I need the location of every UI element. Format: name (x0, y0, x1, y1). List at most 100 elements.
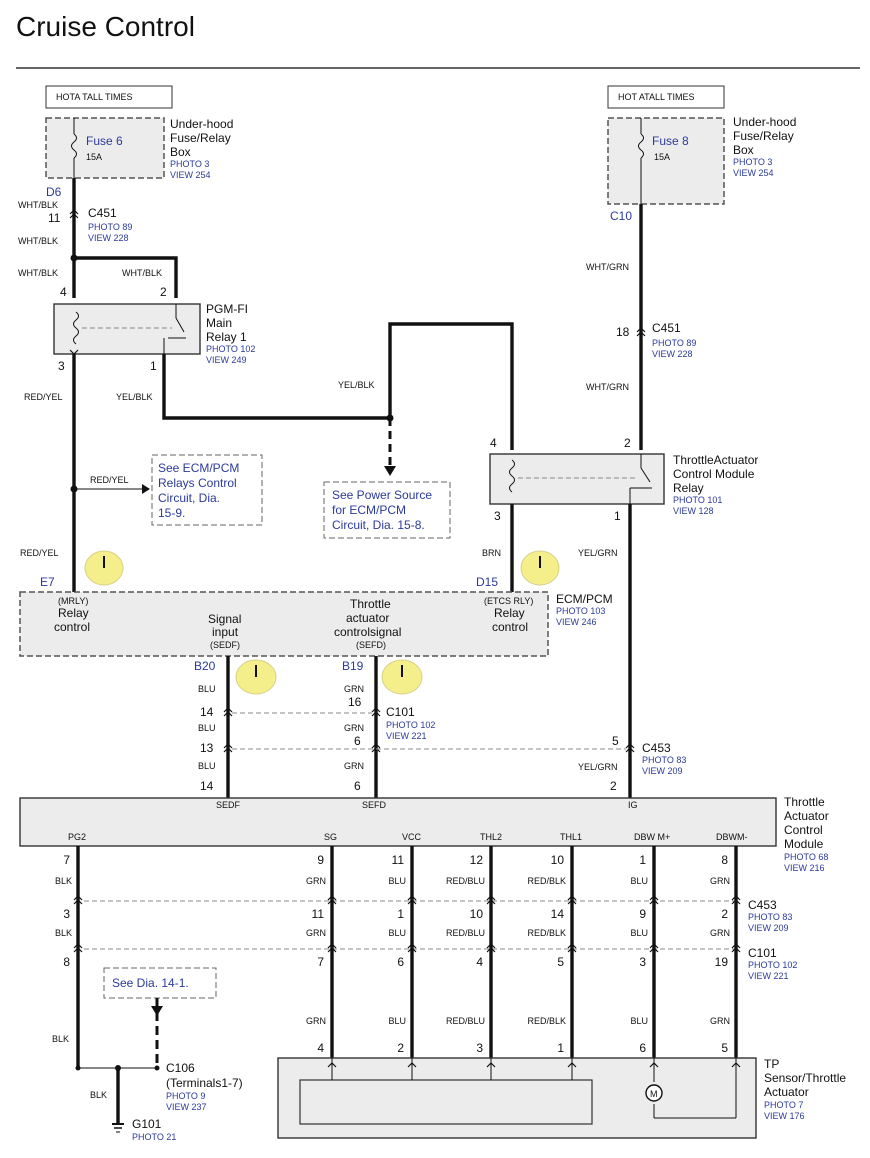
tacm-term-dbwm-minus: DBWM- (716, 832, 748, 842)
tac-relay-photo: PHOTO 101 (673, 495, 722, 505)
c451-left-photo: PHOTO 89 (88, 222, 132, 232)
c451-left-name: C451 (88, 206, 117, 220)
fusebox-left-line1: Under-hood (170, 117, 233, 131)
note-power-3: Circuit, Dia. 15-8. (332, 518, 425, 532)
tac-relay-pin2: 2 (624, 436, 631, 450)
col-4-pin-c101: 5 (557, 955, 564, 969)
note-ecm-relays-3: Circuit, Dia. (158, 491, 220, 505)
c101-top-photo: PHOTO 102 (386, 720, 435, 730)
col-4-pin-c453: 14 (551, 907, 565, 921)
relay1-line2: Main (206, 316, 232, 330)
c101-top-pin-c: 13 (200, 741, 214, 755)
c101-top-pin-d: 6 (354, 734, 361, 748)
c101-bottom-name: C101 (748, 946, 777, 960)
c101-top-view: VIEW 221 (386, 731, 427, 741)
c453-bottom-view: VIEW 209 (748, 923, 789, 933)
c106-terms: (Terminals1-7) (166, 1076, 243, 1090)
pin-b20: B20 (194, 659, 216, 673)
pin-c10: C10 (610, 209, 632, 223)
c106-name: C106 (166, 1061, 195, 1075)
pin-d15: D15 (476, 575, 498, 589)
relay1-pin1: 1 (150, 359, 157, 373)
ecm-control-right: control (492, 620, 528, 634)
col-0-wire-1: BLK (55, 876, 72, 886)
fuse-6-amps: 15A (86, 152, 102, 162)
note-ecm-relays-4: 15-9. (158, 506, 185, 520)
col-4-pin-tps: 1 (557, 1041, 564, 1055)
wire-wht-grn-1: WHT/GRN (586, 262, 629, 272)
wire-yel-grn-2: YEL/GRN (578, 762, 618, 772)
wire-wht-blk-3: WHT/BLK (18, 268, 58, 278)
col-1-wire-1: GRN (306, 876, 326, 886)
page-title: Cruise Control (16, 11, 195, 42)
tacm-term-thl2: THL2 (480, 832, 502, 842)
ecm-sedf: (SEDF) (210, 640, 240, 650)
note-ecm-relays-1: See ECM/PCM (158, 461, 239, 475)
clock-icon (520, 550, 560, 586)
col-6-pin-c101: 19 (715, 955, 729, 969)
tp-sensor-inner (299, 1079, 593, 1125)
bottom-wire-columns (73, 846, 741, 1068)
col-0-wire-2: BLK (55, 928, 72, 938)
col-1-wire-3: GRN (306, 1016, 326, 1026)
col-1-pin-c453: 11 (312, 907, 325, 921)
col-2-pin-top: 11 (392, 853, 405, 867)
wire-red-yel-3: RED/YEL (20, 548, 59, 558)
wire-blk-ground: BLK (90, 1090, 107, 1100)
col-0-pin-c101: 8 (63, 955, 70, 969)
col-6-pin-c453: 2 (721, 907, 728, 921)
ecm-mrly: (MRLY) (58, 596, 88, 606)
col-6-wire-1: GRN (710, 876, 730, 886)
col-0-pin-top: 7 (63, 853, 70, 867)
pin-d6: D6 (46, 185, 62, 199)
col-5-wire-2: BLU (630, 928, 648, 938)
fusebox-right-view: VIEW 254 (733, 168, 774, 178)
ecm-throttle: Throttle (350, 597, 391, 611)
c451-left-pin: 11 (48, 211, 61, 225)
col-2-wire-3: BLU (388, 1016, 406, 1026)
wire-wht-blk-4: WHT/BLK (122, 268, 162, 278)
tps-view: VIEW 176 (764, 1111, 805, 1121)
tac-relay-pin3: 3 (494, 509, 501, 523)
tps-photo: PHOTO 7 (764, 1100, 803, 1110)
ecm-view: VIEW 246 (556, 617, 597, 627)
fuse-8-amps: 15A (654, 152, 670, 162)
col-4-wire-3: RED/BLK (527, 1016, 566, 1026)
wire-yel-blk-1: YEL/BLK (116, 392, 153, 402)
col-1-pin-tps: 4 (317, 1041, 324, 1055)
wire-blk-c106: BLK (52, 1034, 69, 1044)
tacm-pin-sedf: 14 (200, 779, 214, 793)
tps-line3: Actuator (764, 1085, 809, 1099)
col-5-pin-top: 1 (639, 853, 646, 867)
col-1-wire-2: GRN (306, 928, 326, 938)
g101-name: G101 (132, 1117, 162, 1131)
col-3-pin-c101: 4 (476, 955, 483, 969)
col-6-wire-2: GRN (710, 928, 730, 938)
fusebox-left-line3: Box (170, 145, 191, 159)
col-4-pin-top: 10 (551, 853, 565, 867)
wire-grn-3: GRN (344, 761, 364, 771)
c453-top-photo: PHOTO 83 (642, 755, 686, 765)
c453-bottom-name: C453 (748, 898, 777, 912)
note-power-2: for ECM/PCM (332, 503, 406, 517)
ecm-actuator: actuator (346, 611, 389, 625)
hot-label-left: HOTA TALL TIMES (56, 92, 133, 102)
c453-top-pin: 5 (612, 734, 619, 748)
col-5-wire-3: BLU (630, 1016, 648, 1026)
tacm-line1: Throttle (784, 795, 825, 809)
wire-yel-blk-2: YEL/BLK (338, 380, 375, 390)
fusebox-left-photo: PHOTO 3 (170, 159, 209, 169)
wire-blu-3: BLU (198, 761, 216, 771)
wire-wht-blk-1: WHT/BLK (18, 200, 58, 210)
relay1-pin4: 4 (60, 285, 67, 299)
c451-left-view: VIEW 228 (88, 233, 129, 243)
c453-top-name: C453 (642, 741, 671, 755)
tacm-sedf: SEDF (216, 800, 241, 810)
clock-icon (235, 659, 277, 695)
ecm-relay-left: Relay (58, 606, 89, 620)
wire-wht-grn-2: WHT/GRN (586, 382, 629, 392)
col-1-pin-c101: 7 (317, 955, 324, 969)
col-3-wire-3: RED/BLU (446, 1016, 485, 1026)
col-5-pin-c453: 9 (639, 907, 646, 921)
